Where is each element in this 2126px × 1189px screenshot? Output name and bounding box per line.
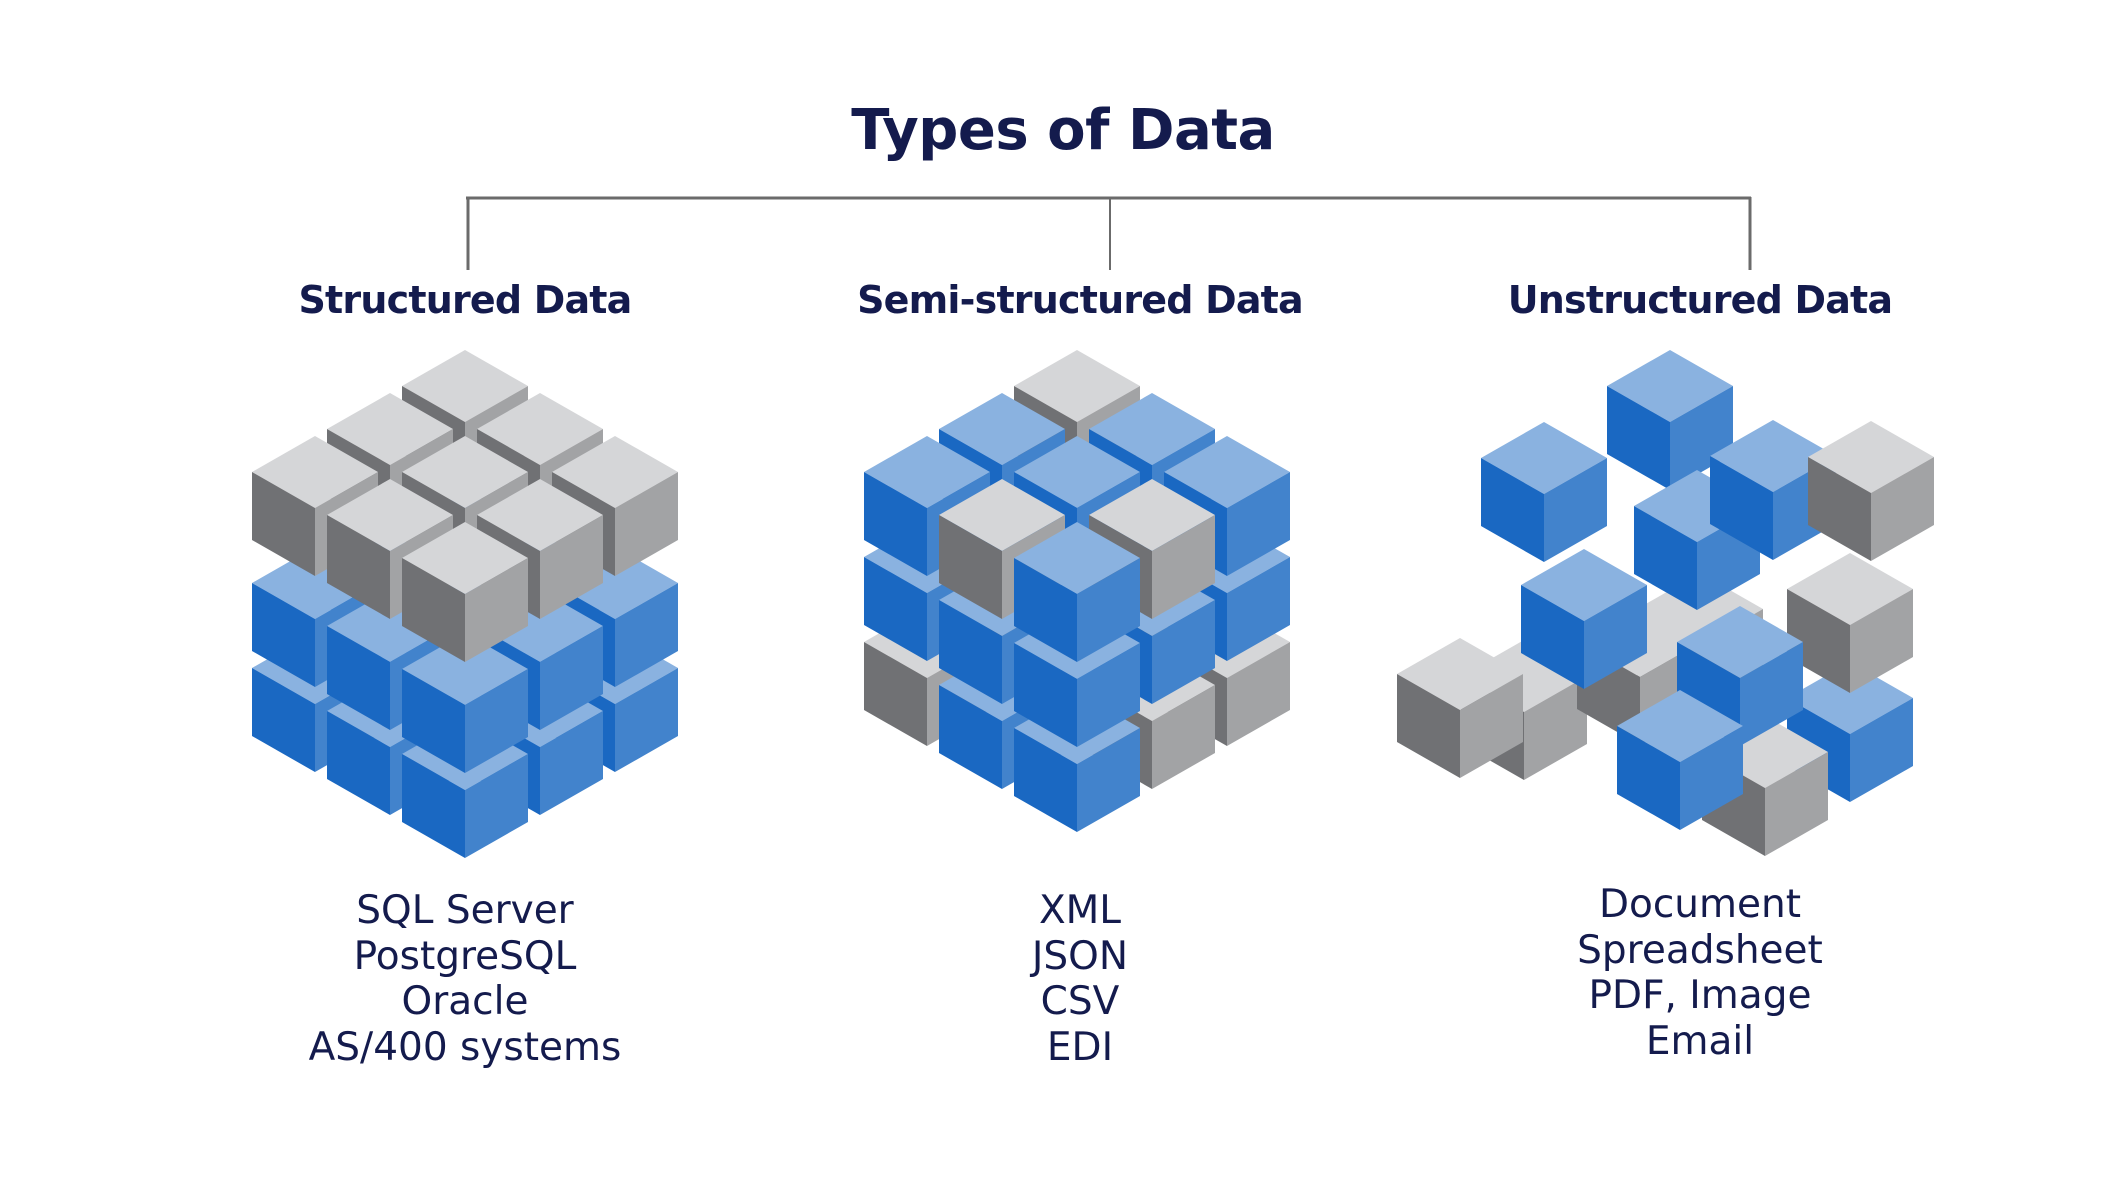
blue-cube [1521,549,1647,689]
cube-left-face [1521,585,1584,689]
cube-right-face [615,472,678,576]
cube-left-face [252,472,315,576]
gray-cube [1787,553,1913,693]
heading-semi-structured-data: Semi-structured Data [857,278,1304,322]
blue-cube [1014,522,1140,662]
examples-unstructured: Document Spreadsheet PDF, Image Email [1380,882,2020,1064]
cube-right-face [1740,642,1803,746]
example-item: CSV [1040,979,1120,1024]
blue-cube [1617,690,1743,830]
blue-cube [1677,606,1803,746]
blue-cube [1607,350,1733,490]
blue-cube [402,633,528,773]
example-item: PostgreSQL [353,933,577,979]
example-item: Email [1645,1018,1755,1064]
gray-cube [1397,638,1523,778]
cube-left-face [1014,728,1077,832]
cube-right-face [1850,589,1913,693]
structured-data-cube-icon [252,350,678,858]
cube-left-face [939,600,1002,704]
cube-right-face [1227,557,1290,661]
cube-right-face [1584,585,1647,689]
gray-cube [402,522,528,662]
cube-left-face [327,626,390,730]
cube-left-face [864,642,927,746]
example-item: Spreadsheet [1577,927,1823,973]
cube-right-face [1765,752,1828,856]
cube-right-face [465,669,528,773]
example-item: PDF, Image [1588,973,1812,1018]
cube-left-face [402,669,465,773]
cube-left-face [1481,458,1544,562]
example-item: SQL Server [356,888,574,933]
cube-right-face [1524,676,1587,780]
unstructured-data-cubes-icon [1397,350,1934,856]
cube-left-face [1634,506,1697,610]
cube-right-face [465,754,528,858]
cube-right-face [615,668,678,772]
examples-structured: SQL Server PostgreSQL Oracle AS/400 syst… [145,888,785,1070]
cube-right-face [1227,642,1290,746]
cube-left-face [252,583,315,687]
cube-right-face [1077,558,1140,662]
semi-structured-data-cube-icon [864,350,1290,832]
cube-right-face [1152,685,1215,789]
cube-right-face [540,626,603,730]
examples-semi-structured: XML JSON CSV EDI [760,888,1400,1070]
cube-right-face [1850,698,1913,802]
cube-left-face [1014,643,1077,747]
cube-left-face [864,557,927,661]
cube-right-face [1077,728,1140,832]
blue-cube [1481,422,1607,562]
cube-left-face [1607,386,1670,490]
cube-right-face [615,583,678,687]
heading-structured-data: Structured Data [298,278,632,322]
cube-left-face [1710,456,1773,560]
gray-cube [1808,421,1934,561]
cube-left-face [327,711,390,815]
cube-right-face [1680,726,1743,830]
cube-right-face [1460,674,1523,778]
cube-left-face [1787,589,1850,693]
cube-right-face [1871,457,1934,561]
cube-left-face [939,515,1002,619]
cube-left-face [402,754,465,858]
cube-right-face [1077,643,1140,747]
cube-right-face [540,515,603,619]
example-item: EDI [1046,1024,1114,1070]
cube-right-face [1544,458,1607,562]
example-item: JSON [1031,933,1129,979]
cube-left-face [1014,558,1077,662]
cube-left-face [939,685,1002,789]
heading-unstructured-data: Unstructured Data [1507,278,1893,322]
example-item: XML [1038,888,1122,933]
cube-left-face [402,558,465,662]
cube-right-face [540,711,603,815]
cube-right-face [1670,386,1733,490]
cube-right-face [1152,515,1215,619]
cube-left-face [1808,457,1871,561]
example-item: AS/400 systems [308,1024,622,1070]
cube-right-face [1152,600,1215,704]
diagram-title: Types of Data [851,98,1275,163]
cube-left-face [252,668,315,772]
example-item: Document [1598,882,1802,927]
cube-right-face [465,558,528,662]
cube-right-face [1227,472,1290,576]
cube-left-face [1617,726,1680,830]
example-item: Oracle [401,979,529,1024]
cube-left-face [327,515,390,619]
cube-left-face [864,472,927,576]
cube-left-face [1397,674,1460,778]
